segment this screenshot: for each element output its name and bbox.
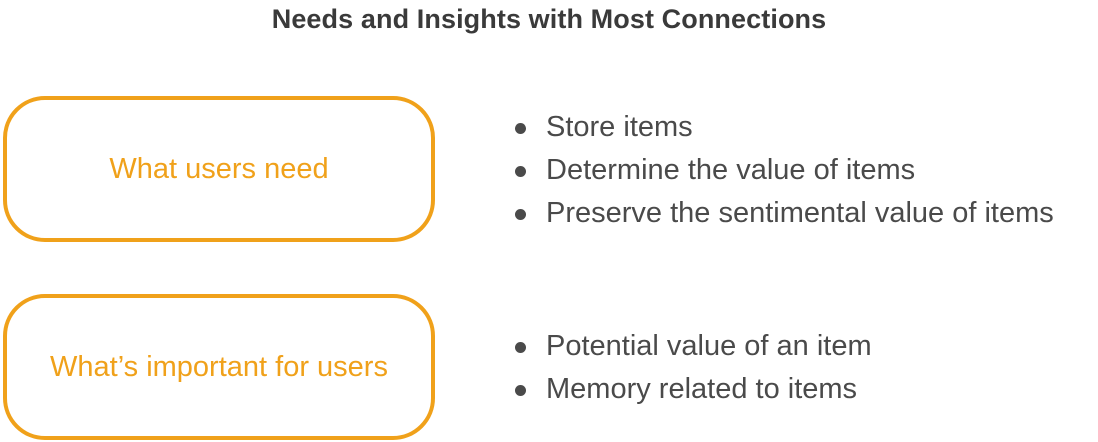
list-item-text: Determine the value of items bbox=[546, 154, 916, 186]
list-item: Potential value of an item bbox=[512, 325, 872, 368]
bullet-icon bbox=[515, 209, 526, 220]
bullet-icon bbox=[515, 123, 526, 134]
needs-list: Store items Determine the value of items… bbox=[512, 106, 1054, 235]
importance-box: What’s important for users bbox=[3, 294, 435, 440]
importance-list: Potential value of an item Memory relate… bbox=[512, 325, 872, 411]
list-item-text: Preserve the sentimental value of items bbox=[546, 197, 1054, 229]
list-item-text: Store items bbox=[546, 111, 693, 143]
list-item: Determine the value of items bbox=[512, 149, 1054, 192]
needs-box: What users need bbox=[3, 96, 435, 242]
importance-box-label: What’s important for users bbox=[50, 350, 388, 383]
bullet-icon bbox=[515, 385, 526, 396]
list-item-text: Potential value of an item bbox=[546, 330, 872, 362]
bullet-icon bbox=[515, 342, 526, 353]
diagram-title: Needs and Insights with Most Connections bbox=[271, 4, 827, 34]
bullet-icon bbox=[515, 166, 526, 177]
list-item: Memory related to items bbox=[512, 368, 872, 411]
needs-box-label: What users need bbox=[109, 152, 329, 185]
list-item-text: Memory related to items bbox=[546, 373, 858, 405]
list-item: Store items bbox=[512, 106, 1054, 149]
list-item: Preserve the sentimental value of items bbox=[512, 192, 1054, 235]
